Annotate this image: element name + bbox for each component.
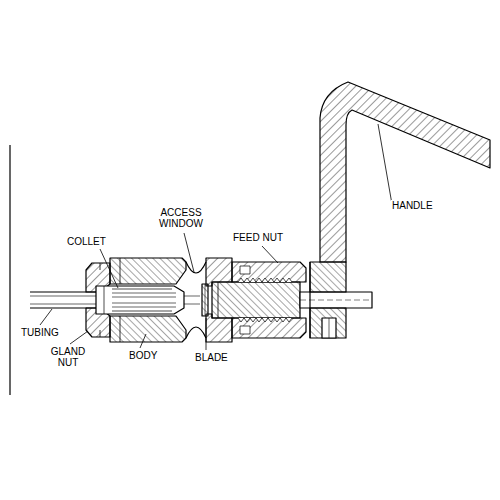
- part-label: COLLET: [66, 236, 107, 247]
- handle-hub: [310, 262, 346, 338]
- leader-lines: [40, 124, 393, 350]
- spindle: [212, 282, 300, 318]
- part-label: TUBING: [20, 327, 60, 338]
- frame-line: [9, 145, 10, 395]
- blade: [202, 284, 208, 316]
- part-label: ACCESS WINDOW: [150, 207, 212, 229]
- shaft: [300, 292, 372, 308]
- feed-nut: [232, 262, 306, 338]
- collet: [96, 286, 184, 314]
- part-label: BODY: [128, 350, 158, 361]
- part-label: GLAND NUT: [46, 346, 90, 368]
- part-label: FEED NUT: [232, 232, 284, 243]
- part-label: HANDLE: [391, 200, 434, 211]
- handle: [320, 82, 490, 262]
- part-label: BLADE: [194, 352, 229, 363]
